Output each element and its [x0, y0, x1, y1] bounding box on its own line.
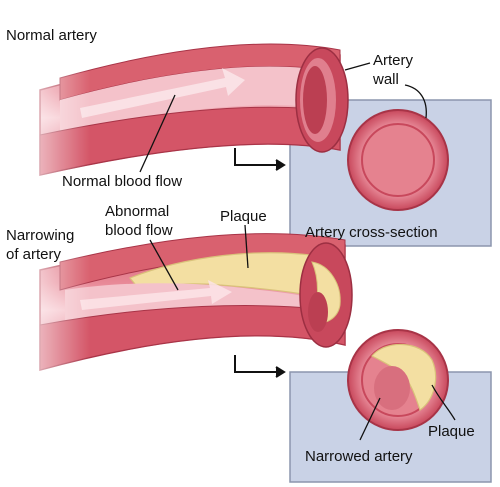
label-plaque-top: Plaque	[220, 208, 267, 225]
label-plaque-bottom: Plaque	[428, 423, 475, 440]
connector-arrow-top	[234, 148, 286, 171]
label-narrowing-line1: Narrowing	[6, 227, 75, 244]
leader-narrowed-artery	[359, 397, 381, 441]
label-abnormal-line2: blood flow	[105, 222, 173, 239]
narrowed-cross-section	[347, 329, 449, 431]
leader-plaque-bottom	[431, 384, 456, 421]
label-normal-artery: Normal artery	[6, 27, 97, 44]
label-normal-blood-flow: Normal blood flow	[62, 173, 183, 190]
leader-abnormal-flow	[149, 239, 179, 291]
normal-cross-section	[347, 109, 449, 211]
leader-plaque-top	[244, 224, 249, 269]
leader-normal-flow	[139, 94, 176, 173]
label-narrowing-line2: of artery	[6, 246, 62, 263]
connector-arrow-bottom	[234, 355, 286, 378]
label-artery-wall-line1: Artery	[373, 52, 414, 69]
leader-artery-wall	[344, 62, 371, 71]
leader-artery-wall-cs	[404, 84, 427, 119]
label-artery-cross-section: Artery cross-section	[305, 224, 438, 241]
label-abnormal-line1: Abnormal	[105, 203, 170, 220]
narrowed-artery-tube	[0, 230, 353, 380]
normal-artery-tube	[0, 40, 349, 190]
label-artery-wall-line2: wall	[373, 71, 399, 88]
label-narrowed-artery: Narrowed artery	[305, 448, 413, 465]
